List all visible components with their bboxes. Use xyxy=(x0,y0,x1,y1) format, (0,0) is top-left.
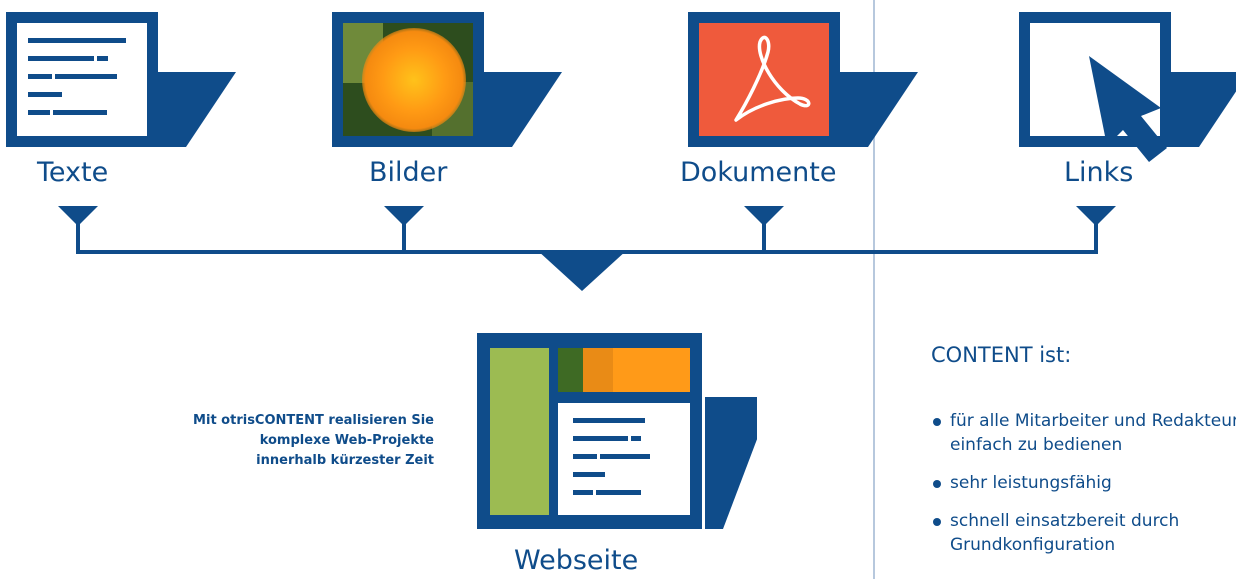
connector-arrow xyxy=(58,206,98,226)
feature-item: für alle Mitarbeiter und Redakteure einf… xyxy=(931,409,1236,457)
pdf-document-icon xyxy=(688,12,918,147)
connector-arrow xyxy=(1076,206,1116,226)
source-label-links: Links xyxy=(1064,157,1134,188)
connector-arrow xyxy=(384,206,424,226)
webpage-layout-icon xyxy=(477,333,757,529)
source-label-bilder: Bilder xyxy=(369,157,448,188)
target-label-webseite: Webseite xyxy=(514,545,639,576)
source-label-texte: Texte xyxy=(37,157,109,188)
section-divider xyxy=(873,0,875,579)
merge-arrow xyxy=(537,250,627,291)
feature-item: schnell einsatzbereit durch Grundkonfigu… xyxy=(931,509,1236,557)
tagline: Mit otrisCONTENT realisieren Sie komplex… xyxy=(193,411,434,471)
source-label-dokumente: Dokumente xyxy=(680,157,837,188)
text-lines-icon xyxy=(6,12,236,147)
tagline-line: Mit otrisCONTENT realisieren Sie xyxy=(193,413,434,428)
features-list: für alle Mitarbeiter und Redakteure einf… xyxy=(931,409,1236,571)
features-heading: CONTENT ist: xyxy=(931,343,1072,367)
cursor-arrow-icon xyxy=(1019,12,1236,162)
feature-item: sehr leistungsfähig xyxy=(931,471,1236,495)
tagline-line: innerhalb kürzester Zeit xyxy=(256,453,434,468)
tagline-line: komplexe Web-Projekte xyxy=(259,433,434,448)
flower-photo-icon xyxy=(332,12,562,147)
connector-arrow xyxy=(744,206,784,226)
